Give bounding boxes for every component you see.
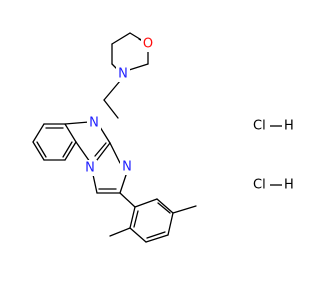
benzimidazole-nitrogen-label: N [89,116,99,131]
chlorine-label-1: Cl [253,119,266,134]
ethyl-linker [103,80,121,119]
hydrogen-label-2: H [284,178,294,193]
dimethylphenyl-ring [109,192,197,243]
morpholine-nitrogen-label: N [118,67,128,82]
bridgehead-nitrogen-label: N [85,161,95,176]
imidazole-nitrogen-label: N [122,160,132,175]
chlorine-label-2: Cl [253,178,266,193]
oxygen-atom-label: O [143,37,153,52]
hcl-salt-2: Cl H [253,178,294,193]
structure-svg: O N N N N Cl H Cl H [32,32,294,243]
benzo-ring [32,123,77,161]
atom-labels: O N N N N [83,36,155,176]
hcl-salt-1: Cl H [253,119,294,134]
molecule-diagram: O N N N N Cl H Cl H [32,32,294,243]
hydrogen-label-1: H [284,119,294,134]
imidazole-ring-1 [64,121,111,163]
